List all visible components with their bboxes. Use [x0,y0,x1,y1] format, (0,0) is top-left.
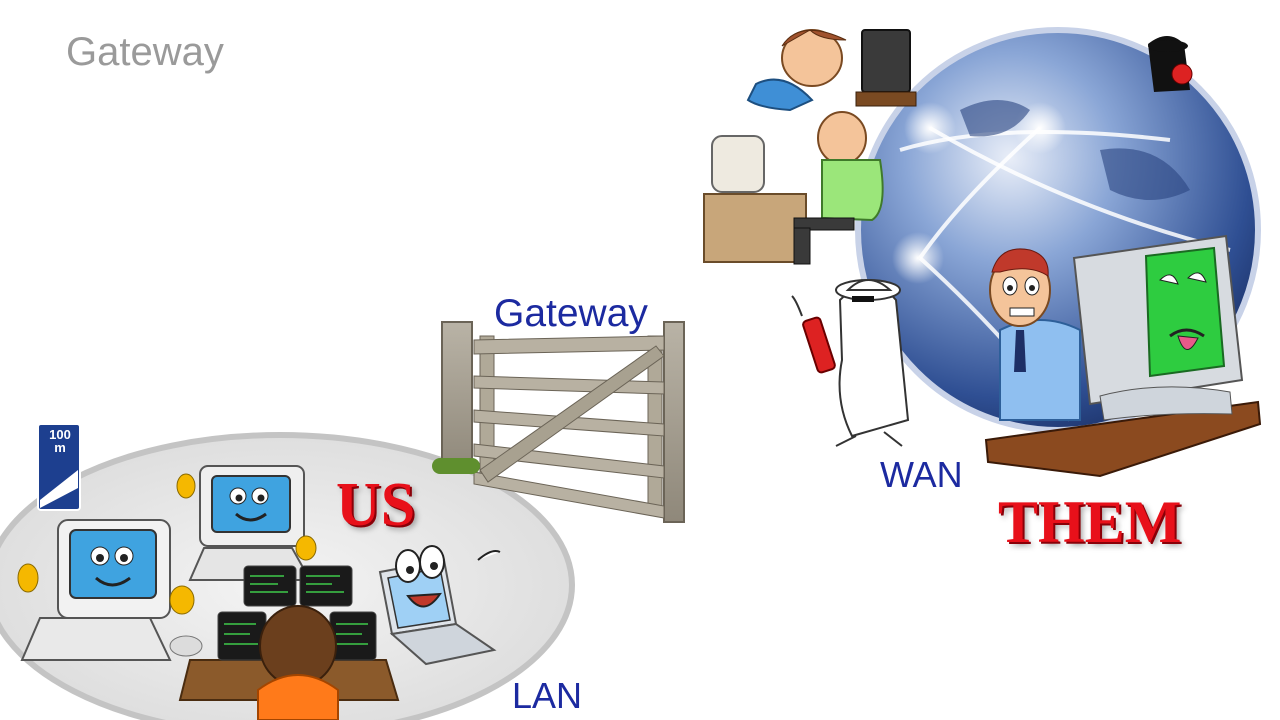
man-at-computer [703,111,884,265]
them-label: THEM [998,489,1182,555]
gateway-label: Gateway [494,292,648,335]
hacker-with-monitors [178,565,400,720]
us-label: US [336,471,416,539]
spy-bomb-icon [1148,36,1193,92]
worried-man [989,248,1081,421]
sad-computer [984,234,1262,478]
boy-at-computer [746,29,917,112]
lan-label: LAN [512,675,583,716]
happy-computer-left [17,519,203,661]
wooden-gate [432,321,685,523]
happy-laptop [378,545,501,666]
distance-sign [37,423,81,511]
spy-with-dynamite [791,279,910,447]
distance-sign-text: 100 m [49,427,71,455]
slide-title: Gateway [66,30,224,74]
wan-label: WAN [880,454,963,495]
